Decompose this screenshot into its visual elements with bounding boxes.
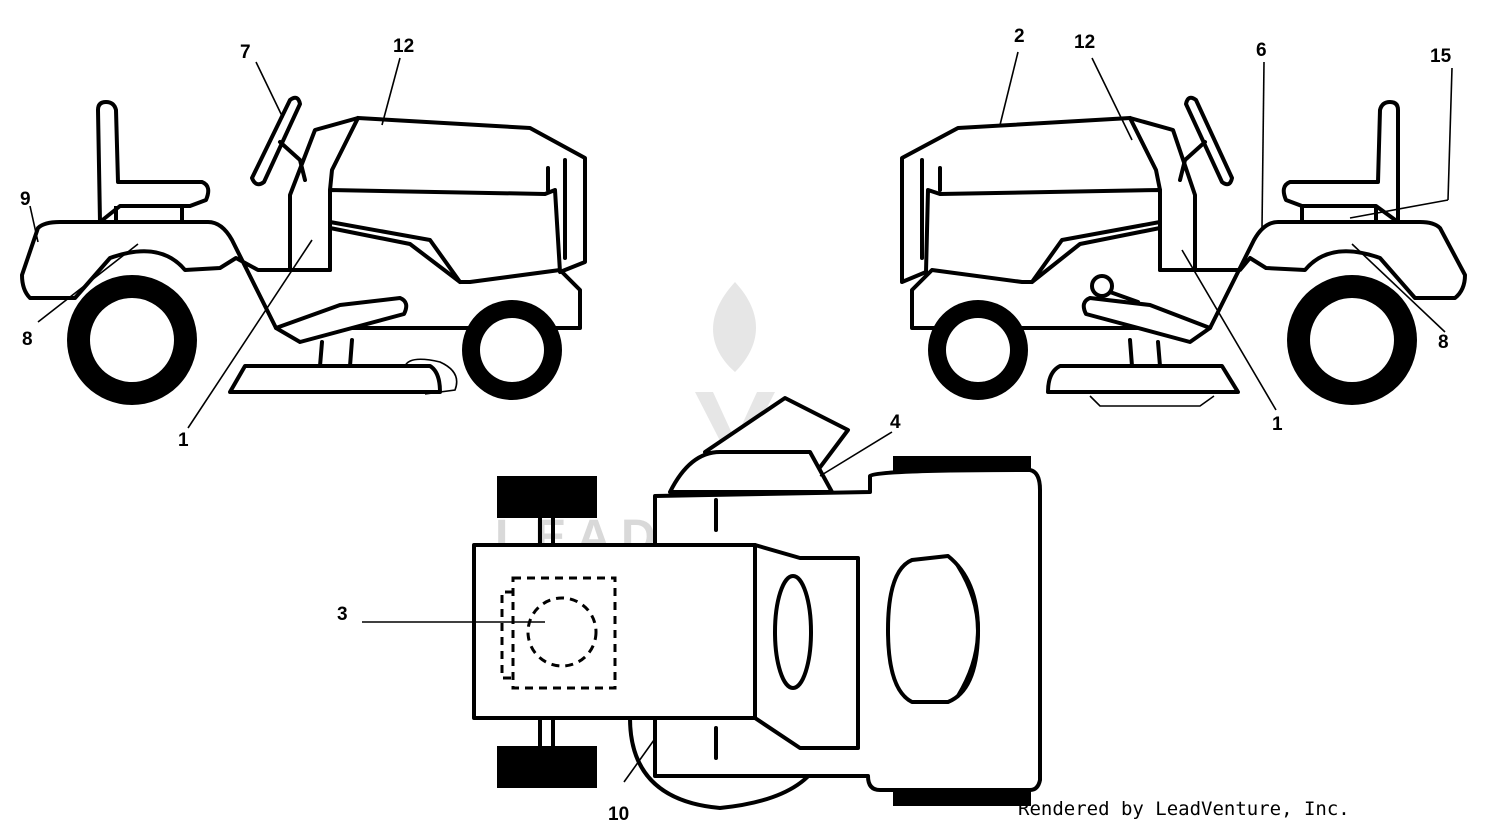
callout-8-right: 8: [1438, 332, 1449, 353]
callout-7-left: 7: [240, 42, 251, 63]
leader-12-left: [381, 57, 401, 126]
top-seat-back: [956, 564, 980, 698]
right-lever: [1108, 290, 1140, 304]
leader-8-right: [1351, 243, 1446, 333]
callout-3-top: 3: [337, 604, 348, 625]
left-deck-link: [318, 338, 354, 368]
callout-15-right: 15: [1430, 46, 1452, 67]
left-front-wheel-rim: [480, 318, 544, 382]
callout-6-right: 6: [1256, 40, 1267, 61]
left-seat: [96, 100, 211, 224]
left-hood: [288, 116, 587, 274]
leader-6-right: [1261, 61, 1265, 229]
right-pedal: [1081, 296, 1212, 344]
callout-12-left: 12: [393, 36, 414, 57]
right-labels: 2 12 6 15 8 1: [1014, 26, 1452, 435]
right-steering-wheel: [1184, 95, 1234, 187]
leader-1-right: [1181, 249, 1277, 411]
callout-4-top: 4: [890, 412, 901, 433]
top-dashed-bracket: [500, 590, 513, 680]
callout-1-left: 1: [178, 430, 189, 451]
leader-2-right: [999, 51, 1019, 126]
leader-12-right: [1091, 57, 1133, 141]
right-seat: [1281, 100, 1400, 224]
left-steering-wheel: [250, 95, 302, 187]
top-axle-upper: [538, 516, 555, 547]
leader-10-top: [623, 739, 655, 783]
left-pedal: [274, 296, 409, 344]
right-rear-wheel-rim: [1310, 298, 1394, 382]
left-rear-wheel-rim: [90, 298, 174, 382]
left-steering-column: [278, 140, 307, 182]
leader-9-left: [29, 205, 39, 243]
top-rear-wheel-lower: [497, 746, 597, 788]
right-leaders: [999, 51, 1453, 411]
right-deck-link: [1128, 338, 1162, 368]
top-labels: 3 4 10: [337, 412, 901, 825]
leader-8-left: [37, 243, 139, 323]
leader-15-right: [1447, 67, 1453, 201]
top-dashed-plate: [511, 576, 617, 690]
left-hood-top: [328, 116, 567, 260]
top-dashed-fuel-cap: [526, 596, 598, 668]
callout-12-right: 12: [1074, 32, 1095, 53]
top-view: [472, 396, 1042, 810]
left-deck-chute: [404, 358, 458, 395]
top-deck-top: [668, 450, 834, 494]
callout-2-right: 2: [1014, 26, 1025, 47]
right-side-view: [900, 95, 1467, 407]
watermark-v-icon: [695, 392, 775, 470]
right-hood: [900, 116, 1197, 284]
right-steering-column: [1178, 140, 1207, 182]
right-rear-fender: [910, 220, 1467, 330]
right-side-panel: [1030, 226, 1162, 284]
callout-1-right: 1: [1272, 414, 1283, 435]
left-mower-deck: [228, 364, 442, 394]
right-front-wheel-rim: [946, 318, 1010, 382]
leader-4-top: [819, 431, 893, 477]
leader-7-left: [255, 61, 284, 119]
right-mower-deck: [1046, 364, 1240, 394]
right-hood-top: [920, 116, 1162, 260]
left-rear-fender: [20, 220, 582, 330]
credit-text: Rendered by LeadVenture, Inc.: [1018, 798, 1350, 820]
watermark-flame-icon: [713, 282, 756, 372]
leader-1-left: [187, 239, 313, 429]
left-side-view: [20, 95, 587, 405]
left-leaders: [29, 57, 401, 429]
callout-9-left: 9: [20, 189, 31, 210]
top-front-wheel-lower: [893, 788, 1031, 806]
left-labels: 7 12 9 8 1: [20, 36, 414, 451]
right-lever-knob: [1090, 274, 1114, 298]
top-headlight: [773, 574, 813, 690]
callout-8-left: 8: [22, 329, 33, 350]
leader-15b-right: [1349, 199, 1449, 219]
top-rear-wheel-upper: [497, 476, 597, 518]
right-deck-skirt: [1089, 395, 1215, 407]
callout-10-top: 10: [608, 804, 629, 825]
top-leaders: [362, 431, 893, 783]
top-axle-lower: [538, 716, 555, 748]
left-side-panel: [328, 226, 462, 284]
